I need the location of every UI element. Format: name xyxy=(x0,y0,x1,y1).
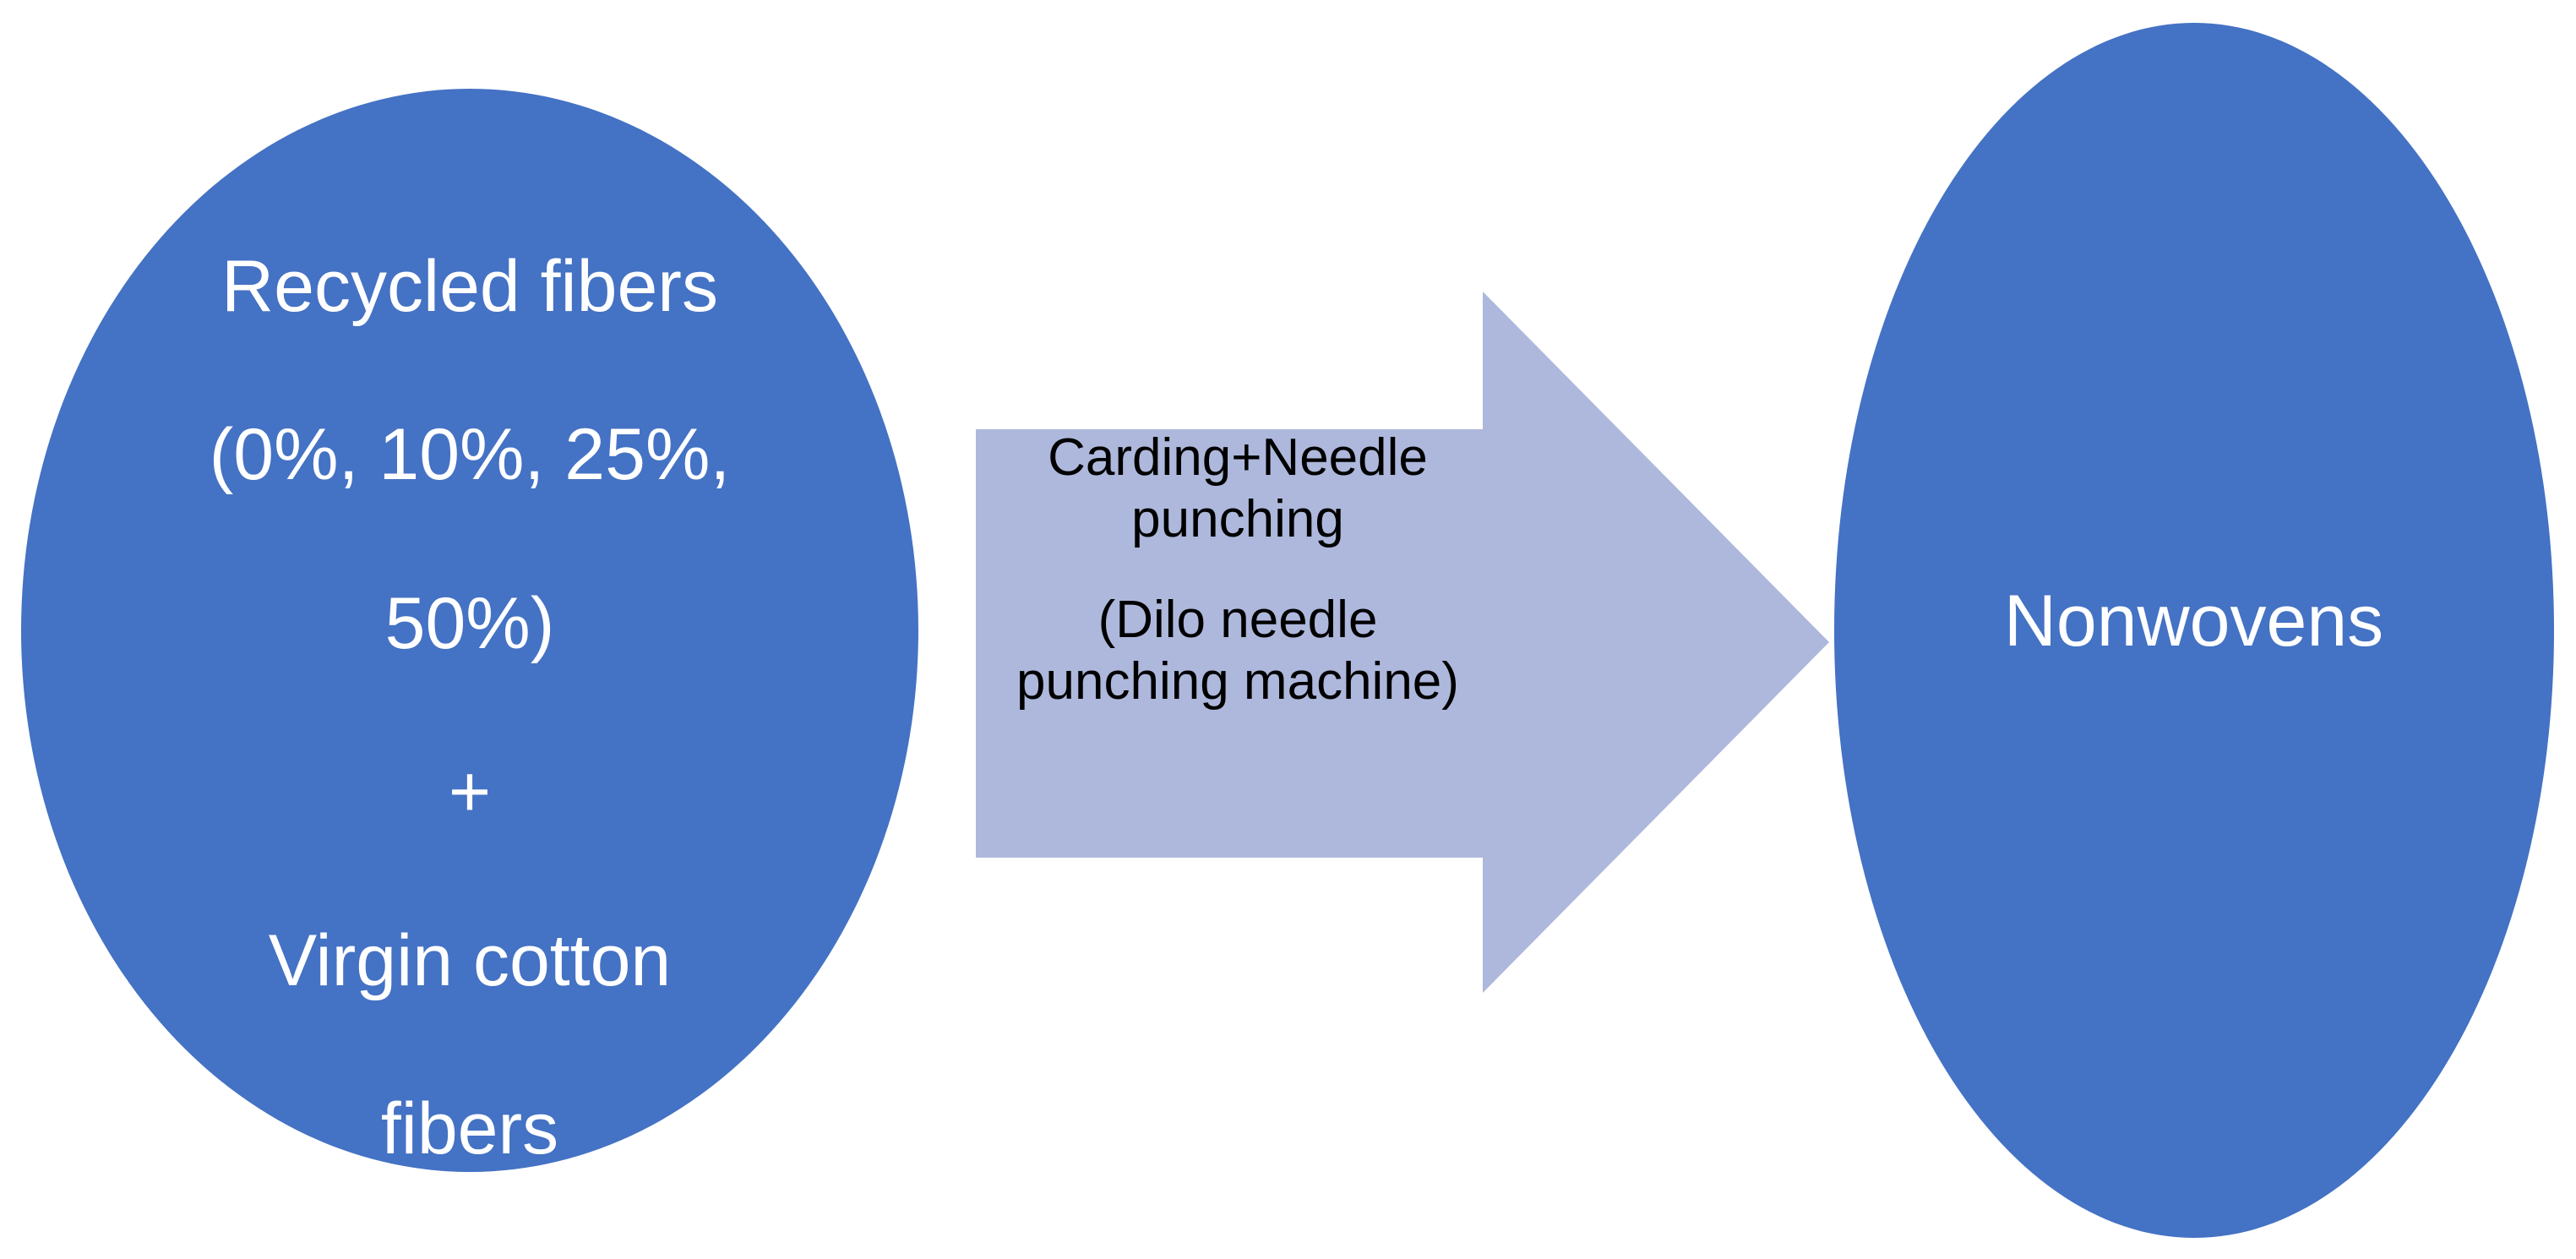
process-arrow[interactable] xyxy=(976,292,1829,993)
source-ellipse[interactable] xyxy=(21,89,918,1172)
target-ellipse[interactable] xyxy=(1834,23,2554,1238)
